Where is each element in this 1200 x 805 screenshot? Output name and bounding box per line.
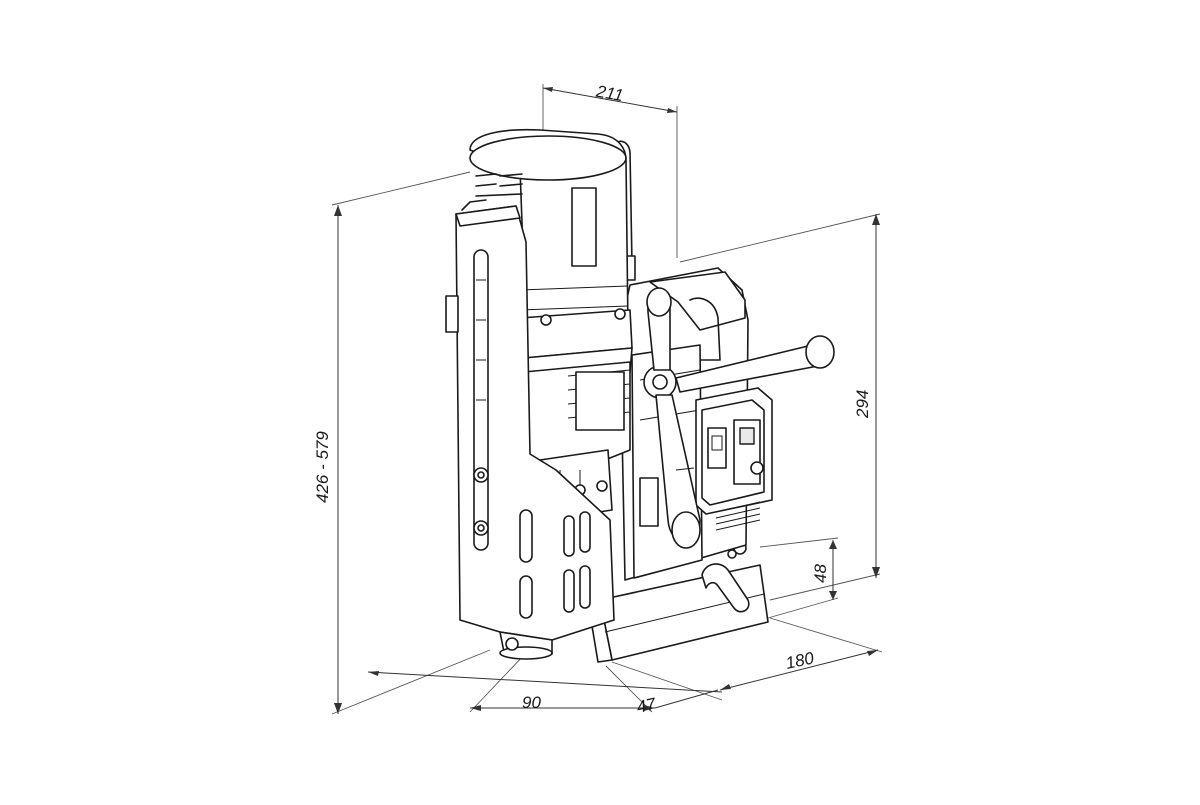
dim-90-label: 90 [522, 693, 541, 712]
arbor [499, 631, 553, 660]
dim-48-label: 48 [811, 564, 830, 583]
control-panel [695, 387, 773, 531]
dim-47-label: 47 [635, 694, 658, 717]
magnet-base [587, 541, 769, 663]
front-slide-guard [445, 199, 615, 641]
dimension-labels: 211 426 - 579 294 48 180 90 47 [313, 82, 872, 717]
magnetic-drill-machine [445, 128, 835, 663]
dim-426-579-label: 426 - 579 [313, 431, 332, 503]
feed-handles [643, 287, 835, 549]
dimension-lines [331, 84, 883, 715]
dim-211-label: 211 [594, 82, 625, 106]
dim-294-label: 294 [853, 390, 872, 419]
dim-180-label: 180 [784, 648, 816, 673]
motor-housing [469, 128, 633, 383]
